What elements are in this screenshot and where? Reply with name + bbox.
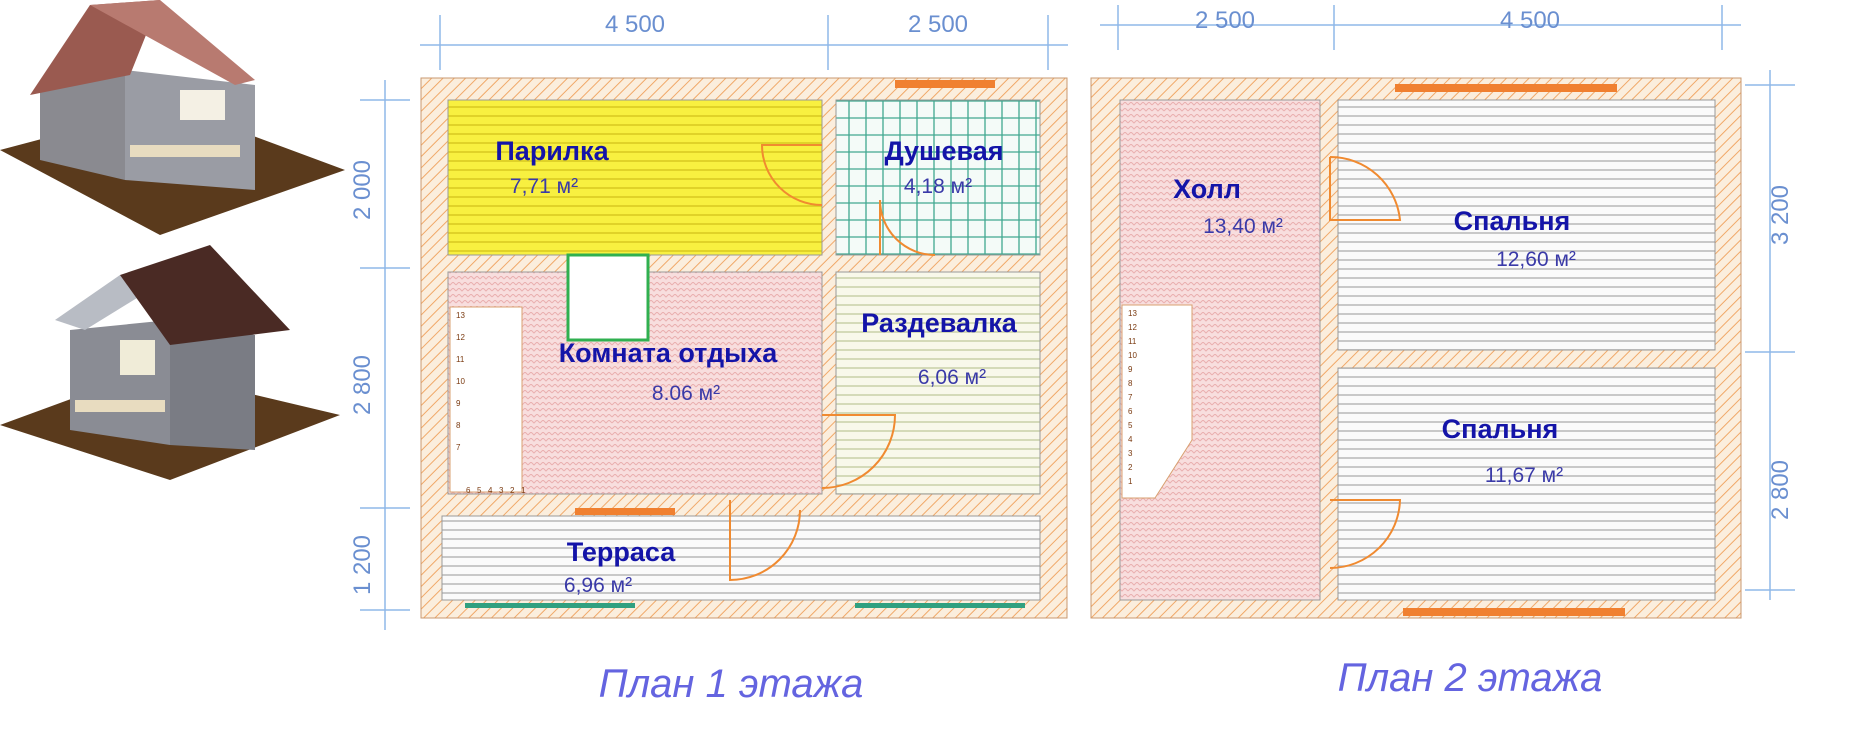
stair-step-number: 10 bbox=[1128, 351, 1137, 360]
chimney bbox=[566, 253, 650, 342]
door bbox=[1329, 499, 1402, 569]
stair-step-number: 12 bbox=[456, 333, 465, 342]
door bbox=[760, 144, 823, 206]
railing bbox=[465, 603, 635, 608]
room-area: 8.06 м² bbox=[652, 382, 720, 405]
room-terrace bbox=[441, 515, 1041, 601]
stair-step-number: 4 bbox=[1128, 435, 1133, 444]
room-parilka bbox=[447, 99, 823, 256]
room-name: Спальня bbox=[1454, 206, 1571, 236]
stair-step-number: 7 bbox=[456, 443, 461, 452]
room-area: 6,06 м² bbox=[918, 366, 986, 389]
plan-2-caption: План 2 этажа bbox=[1338, 656, 1603, 700]
stair-step-number: 9 bbox=[456, 399, 461, 408]
room-name: Спальня bbox=[1442, 414, 1559, 444]
room-area: 6,96 м² bbox=[564, 574, 632, 597]
window bbox=[1403, 608, 1625, 616]
stair-step-number: 1 bbox=[1128, 477, 1133, 486]
dim-label: 3 200 bbox=[1767, 185, 1794, 245]
plan-1-caption: План 1 этажа bbox=[599, 662, 864, 706]
house-view-front bbox=[0, 0, 345, 235]
stair-step-number: 13 bbox=[1128, 309, 1137, 318]
stair-step-number: 7 bbox=[1128, 393, 1133, 402]
stair-step-number: 11 bbox=[456, 355, 465, 364]
dim-label: 2 000 bbox=[349, 160, 376, 220]
stair-step-number: 5 bbox=[1128, 421, 1133, 430]
stair-step-number: 12 bbox=[1128, 323, 1137, 332]
plan-1: 4 500 2 500 2 000 2 800 1 200 1312111098… bbox=[349, 11, 1068, 706]
stair-step-number: 3 bbox=[1128, 449, 1133, 458]
plan-2: 2 500 4 500 3 200 2 800 1312111098765432… bbox=[1090, 5, 1795, 700]
stair-step-number: 6 bbox=[466, 486, 471, 495]
stair-step-number: 9 bbox=[1128, 365, 1133, 374]
stair-step-number: 13 bbox=[456, 311, 465, 320]
door bbox=[879, 199, 936, 256]
dimensions-left: 2 000 2 800 1 200 bbox=[349, 80, 410, 630]
room-name: Терраса bbox=[567, 537, 677, 567]
room-area: 11,67 м² bbox=[1485, 464, 1563, 487]
dimensions-top: 4 500 2 500 bbox=[420, 11, 1068, 70]
stair-step-number: 3 bbox=[499, 486, 504, 495]
stair-step-number: 6 bbox=[1128, 407, 1133, 416]
stair-step-number: 2 bbox=[510, 486, 515, 495]
dimensions-right: 3 200 2 800 bbox=[1745, 70, 1795, 600]
room-name: Парилка bbox=[495, 136, 609, 166]
room-name: Раздевалка bbox=[861, 308, 1017, 338]
door bbox=[1329, 155, 1402, 221]
dim-label: 2 800 bbox=[349, 355, 376, 415]
room-area: 13,40 м² bbox=[1203, 215, 1283, 238]
door bbox=[729, 500, 801, 582]
stair-step-number: 4 bbox=[488, 486, 493, 495]
stair-step-number: 10 bbox=[456, 377, 465, 386]
dimensions-top: 2 500 4 500 bbox=[1100, 5, 1741, 50]
dim-label: 4 500 bbox=[1500, 7, 1560, 34]
room-name: Холл bbox=[1173, 174, 1241, 204]
dim-label: 1 200 bbox=[349, 535, 376, 595]
room-area: 4,18 м² bbox=[904, 175, 972, 198]
stair-step-number: 8 bbox=[1128, 379, 1133, 388]
railing bbox=[855, 603, 1025, 608]
staircase bbox=[1121, 304, 1193, 499]
house-view-side bbox=[0, 245, 340, 480]
dim-label: 4 500 bbox=[605, 11, 665, 38]
room-bedroom-2 bbox=[1337, 367, 1716, 601]
dim-label: 2 500 bbox=[908, 11, 968, 38]
room-area: 7,71 м² bbox=[510, 175, 578, 198]
room-changing bbox=[835, 271, 1041, 495]
window bbox=[575, 508, 675, 515]
stair-numbers: 13 12 11 10 9 8 7 6 5 4 3 2 1 bbox=[1128, 309, 1137, 486]
dim-label: 2 500 bbox=[1195, 7, 1255, 34]
room-bedroom-1 bbox=[1337, 99, 1716, 351]
stair-step-number: 2 bbox=[1128, 463, 1133, 472]
room-name: Комната отдыха bbox=[559, 338, 779, 368]
room-area: 12,60 м² bbox=[1496, 248, 1576, 271]
stair-step-number: 1 bbox=[521, 486, 526, 495]
window bbox=[1395, 84, 1617, 92]
room-shower bbox=[835, 99, 1041, 256]
stair-step-number: 8 bbox=[456, 421, 461, 430]
room-name: Душевая bbox=[884, 136, 1003, 166]
door bbox=[821, 414, 897, 489]
stair-step-number: 5 bbox=[477, 486, 482, 495]
staircase bbox=[449, 306, 523, 493]
window bbox=[895, 80, 995, 88]
dim-label: 2 800 bbox=[1767, 460, 1794, 520]
stair-step-number: 11 bbox=[1128, 337, 1137, 346]
